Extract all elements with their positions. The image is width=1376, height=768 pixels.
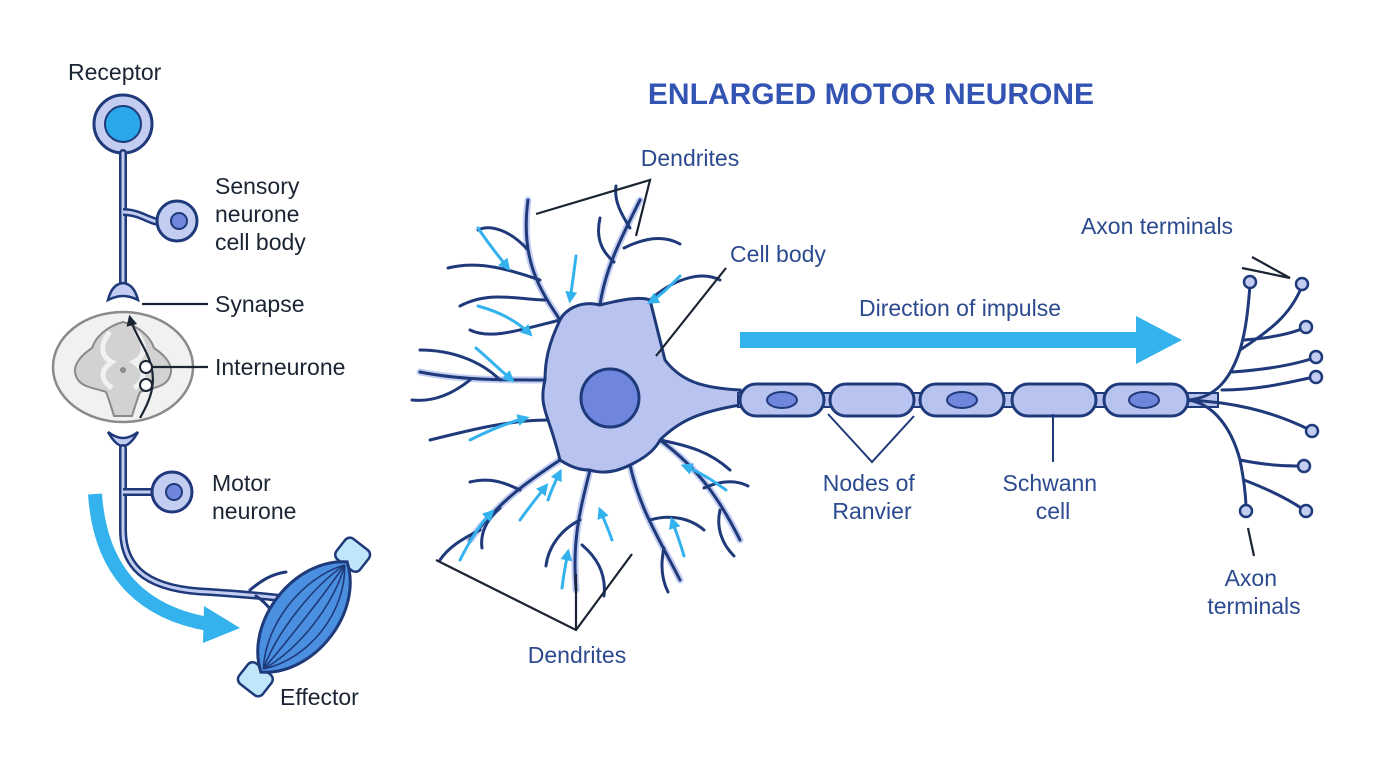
dendrites-top-label: Dendrites: [641, 145, 739, 171]
nucleus: [579, 367, 641, 429]
receptor-label: Receptor: [68, 59, 162, 85]
synapse-shape: [106, 281, 140, 303]
dendrite-impulse-arrows: [458, 226, 728, 590]
reflex-direction-arrow: [88, 493, 210, 631]
cell-body-shape: [541, 296, 742, 474]
motor-neurone: Dendrites Cell body Direction of impulse…: [410, 145, 1324, 668]
nodes-of-ranvier-label: Nodes of Ranvier: [823, 470, 921, 524]
schwann-cells: [738, 382, 1190, 418]
cell-body-label: Cell body: [730, 241, 826, 267]
spinal-cord: [51, 310, 195, 424]
axon-terminals-bottom-label: Axon terminals: [1207, 565, 1300, 619]
interneurone-label: Interneurone: [215, 354, 345, 380]
schwann-cell-label: Schwann cell: [1002, 470, 1103, 524]
dendrites-bottom-label: Dendrites: [528, 642, 626, 668]
direction-label: Direction of impulse: [859, 295, 1061, 321]
axon-terminals: [1186, 274, 1324, 519]
synapse-label: Synapse: [215, 291, 305, 317]
effector-muscle: [236, 536, 372, 698]
axon: [737, 382, 1219, 418]
motor-neurone-label: Motor neurone: [212, 470, 296, 524]
reflex-arc: Receptor Sensory neurone cell body Synap…: [51, 59, 372, 710]
direction-of-impulse-arrow: [740, 316, 1182, 364]
effector-label: Effector: [280, 684, 359, 710]
leader-lines: [435, 178, 1291, 632]
motor-cell-body: [150, 470, 194, 514]
axon-terminals-top-label: Axon terminals: [1081, 213, 1233, 239]
diagram-title: ENLARGED MOTOR NEURONE: [648, 78, 1094, 111]
receptor-shape: [92, 93, 154, 155]
sensory-cell-body: [155, 199, 199, 243]
sensory-neurone-label: Sensory neurone cell body: [215, 173, 306, 255]
